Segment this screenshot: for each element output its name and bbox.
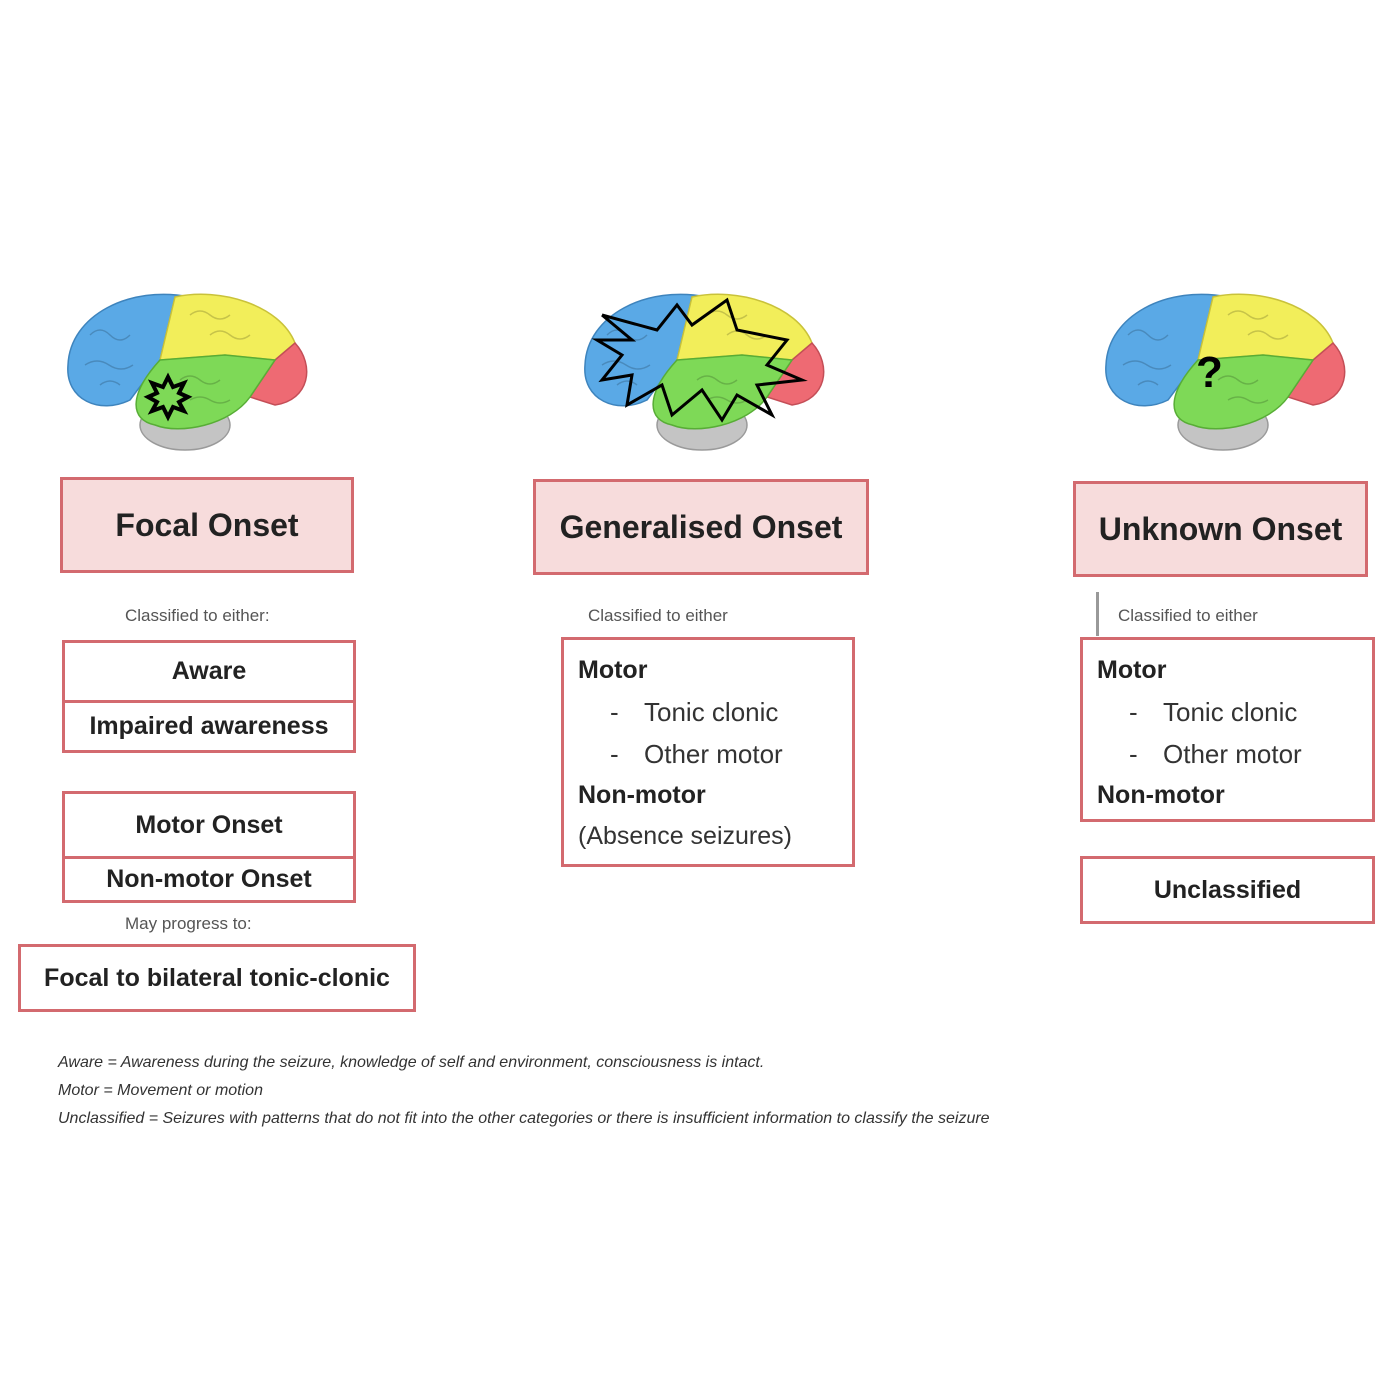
unknown-motor-item: -Other motor [1129,739,1302,769]
footnote-motor: Motor = Movement or motion [58,1082,263,1099]
motor-onset-option: Motor Onset [135,810,283,839]
unknown-motor-label: Motor [1097,656,1167,684]
unknown-brain-illustration: ? [1105,293,1346,451]
unknown-nonmotor-label: Non-motor [1097,781,1225,809]
focal-awareness-box: Aware Impaired awareness [62,640,356,753]
generalised-motor-label: Motor [578,656,648,684]
focal-classified-note: Classified to either: [125,606,270,625]
generalised-motor-item: -Other motor [610,739,783,769]
focal-brain-illustration [67,293,308,451]
unknown-motor-item: -Tonic clonic [1129,697,1298,727]
generalised-classified-note: Classified to either [588,606,728,625]
unknown-connector-line [1096,592,1099,636]
focal-onset-header: Focal Onset [60,477,354,573]
impaired-awareness-option: Impaired awareness [65,700,353,750]
generalised-nonmotor-label: Non-motor [578,781,706,809]
unknown-classified-note: Classified to either [1118,606,1258,625]
unknown-types-box: Motor -Tonic clonic -Other motor Non-mot… [1080,637,1375,822]
non-motor-onset-option: Non-motor Onset [65,856,353,900]
focal-onset-type-box: Motor Onset Non-motor Onset [62,791,356,903]
unknown-onset-header: Unknown Onset [1073,481,1368,577]
focal-to-bilateral-box: Focal to bilateral tonic-clonic [18,944,416,1012]
footnote-aware: Aware = Awareness during the seizure, kn… [58,1054,765,1071]
aware-option: Aware [171,657,247,685]
unclassified-box: Unclassified [1080,856,1375,924]
absence-seizures-note: (Absence seizures) [578,822,792,850]
generalised-seizure-burst-icon [591,297,808,423]
focal-seizure-burst-icon [143,372,193,422]
generalised-types-box: Motor -Tonic clonic -Other motor Non-mot… [561,637,855,867]
generalised-onset-header: Generalised Onset [533,479,869,575]
generalised-motor-item: -Tonic clonic [610,697,779,727]
question-mark-icon: ? [1196,348,1223,397]
footnote-unclassified: Unclassified = Seizures with patterns th… [58,1110,990,1127]
focal-progress-note: May progress to: [125,914,252,933]
generalised-brain-illustration [584,293,825,451]
